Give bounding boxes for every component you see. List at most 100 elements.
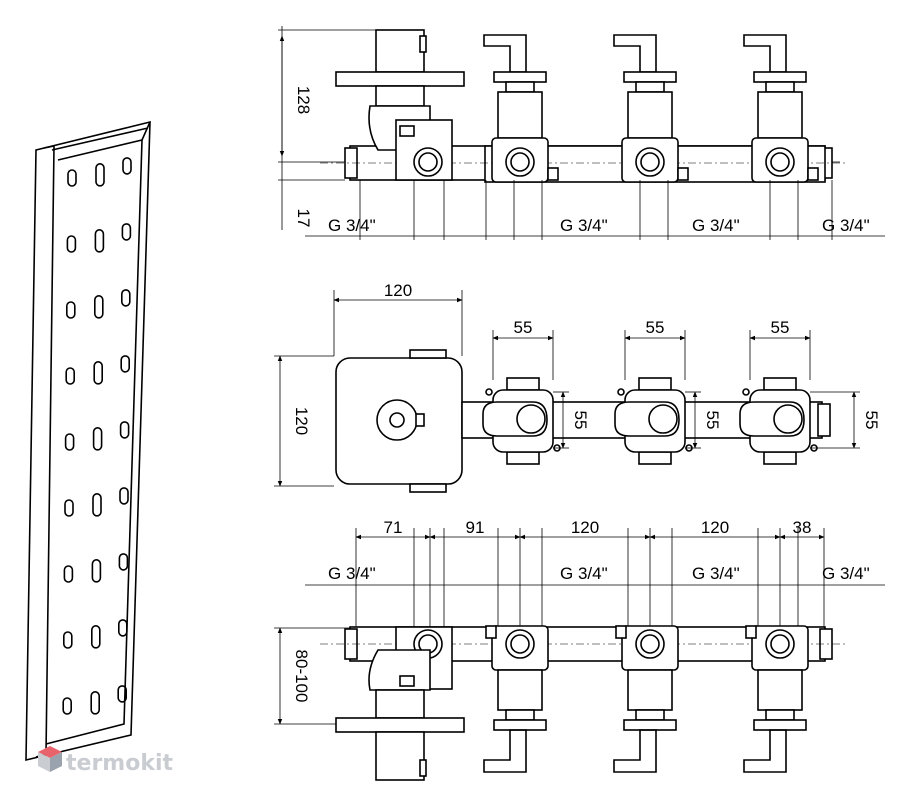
top-handle	[483, 34, 527, 73]
top-valve-collar	[635, 81, 665, 93]
bottom-thread-label-3: G 3/4"	[692, 564, 740, 583]
valve-bottom-stub	[506, 451, 540, 465]
top-thread-label-3: G 3/4"	[692, 216, 740, 235]
bottom-valve-port	[505, 629, 535, 659]
rail-slot	[119, 421, 130, 439]
top-thread-label-2: G 3/4"	[560, 216, 608, 235]
spacing-label-1: 71	[384, 518, 403, 537]
rail-slot	[67, 169, 77, 187]
bottom-handle	[743, 729, 787, 773]
rail-slot	[62, 697, 73, 715]
valve-bottom-stub	[763, 451, 797, 465]
valve-knob	[648, 404, 678, 434]
top-height-label: 128	[294, 86, 313, 114]
logo-cube-left	[38, 752, 50, 772]
top-valve-collar	[505, 81, 535, 93]
rail-slot	[91, 625, 101, 649]
top-valve-lug	[807, 167, 819, 181]
bottom-thread-label-2: G 3/4"	[560, 564, 608, 583]
top-valve-lug	[677, 167, 689, 181]
valve-screw	[485, 388, 493, 396]
top-valve-collar	[765, 81, 795, 93]
valve-width-label-3: 55	[771, 318, 790, 337]
top-offset-label: 17	[294, 209, 313, 228]
box-width-label: 120	[384, 281, 412, 300]
top-valve-port-inner	[510, 152, 530, 172]
bottom-valve-body	[627, 669, 673, 711]
bottom-handle	[483, 729, 527, 773]
valve-lever	[482, 401, 548, 437]
valve-height-label-3: 55	[862, 411, 881, 430]
top-valve-body	[757, 91, 803, 139]
front-view: 120 120 55 55 55 55 55 55	[274, 281, 881, 493]
bottom-valve-port	[765, 629, 795, 659]
rail-slot	[64, 499, 74, 517]
bottom-view: 71 91 120 120 38 G 3/4" G 3/4" G 3/4" G …	[274, 518, 885, 781]
logo-text: termokit	[66, 751, 173, 776]
top-valve-port	[765, 147, 795, 177]
bottom-valve-port-inner	[770, 634, 790, 654]
valve-screw	[617, 388, 625, 396]
valve-bottom-stub	[638, 451, 672, 465]
spacing-label-3: 120	[571, 518, 599, 537]
top-valve-body	[497, 91, 543, 139]
rail-slot	[90, 691, 100, 715]
spacing-label-4: 120	[701, 518, 729, 537]
valve-knob	[773, 404, 803, 434]
top-valve-lug	[547, 167, 559, 181]
bottom-valve-flange	[493, 719, 547, 731]
top-handle	[613, 34, 657, 73]
rail-slot	[121, 289, 131, 307]
bottom-thread-label-1: G 3/4"	[328, 564, 376, 583]
box-height-label: 120	[292, 407, 311, 435]
top-valve-flange	[623, 71, 677, 83]
rail-slot	[94, 295, 104, 319]
top-view: 128 17 G 3/4" G 3/4" G 3/4" G 3/4"	[278, 26, 885, 240]
valve-width-label-2: 55	[646, 318, 665, 337]
bottom-thread-label-4: G 3/4"	[822, 564, 870, 583]
rail-slot	[66, 235, 77, 253]
rail-slot	[92, 427, 103, 451]
rail-slot	[66, 301, 76, 319]
rail-slot	[92, 493, 102, 517]
termokit-logo: termokit	[38, 746, 173, 776]
rail-slot	[122, 157, 132, 175]
depth-label: 80-100	[292, 650, 311, 703]
rail-slot	[120, 355, 130, 373]
valve-lever	[739, 401, 805, 437]
rail-slot	[63, 565, 74, 583]
bottom-valve-lug	[485, 625, 497, 639]
top-valve-port-inner	[640, 152, 660, 172]
bottom-valve-lug	[745, 625, 757, 639]
bottom-handle	[613, 729, 657, 773]
valve-width-label-1: 55	[514, 318, 533, 337]
logo-cube-right	[50, 752, 62, 772]
valve-height-label-2: 55	[703, 411, 722, 430]
spacing-label-5: 38	[793, 518, 812, 537]
top-valve-flange	[493, 71, 547, 83]
top-valve-body	[627, 91, 673, 139]
mounting-rail	[25, 120, 151, 762]
top-valve-flange	[753, 71, 807, 83]
bottom-valve-port-inner	[640, 634, 660, 654]
valve-knob	[516, 404, 546, 434]
rail-slot	[118, 619, 128, 637]
bottom-valve-port	[635, 629, 665, 659]
bottom-valve-body	[497, 669, 543, 711]
rail-slot	[91, 559, 102, 583]
rail-slot	[64, 433, 75, 451]
valve-screw	[742, 388, 750, 396]
bottom-valve-collar	[505, 709, 535, 721]
valve-top-stub	[763, 377, 797, 391]
valve-height-label-1: 55	[571, 411, 590, 430]
top-handle	[743, 34, 787, 73]
rail-slot	[94, 229, 105, 253]
rail-slot	[65, 367, 75, 385]
bottom-valve-flange	[623, 719, 677, 731]
rail-slot	[121, 223, 132, 241]
rail-slot	[93, 361, 103, 385]
top-valve-port	[635, 147, 665, 177]
bottom-valve-port-inner	[510, 634, 530, 654]
